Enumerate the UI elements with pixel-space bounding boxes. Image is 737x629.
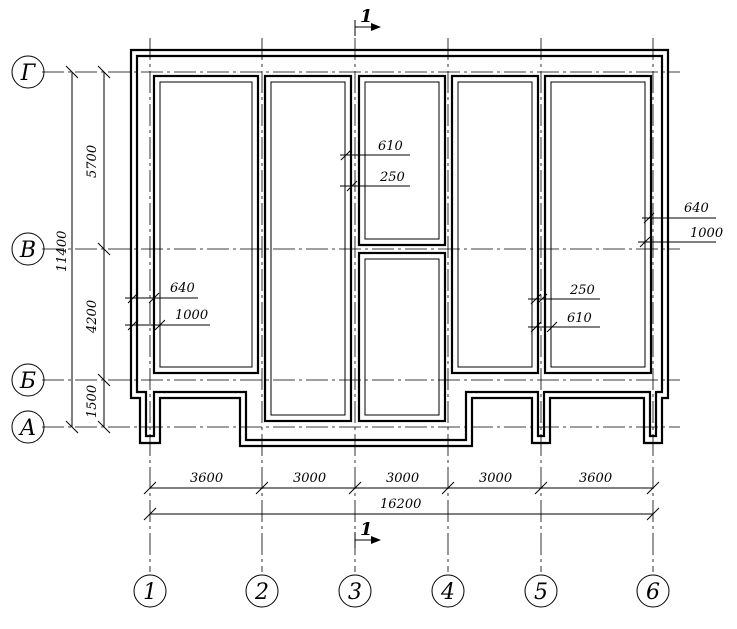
room-5-inner: [550, 81, 646, 368]
leader-right-lower-top: 250: [569, 283, 595, 298]
leader-center-bottom: 250: [379, 170, 405, 185]
axis-marker-1: 1: [143, 580, 157, 605]
dim-horizontal-4: 3000: [479, 471, 512, 486]
room-1: [152, 74, 260, 375]
room-5: [543, 74, 653, 375]
inner-contour: [135, 54, 664, 442]
room-4: [450, 74, 540, 375]
leader-left-top: 640: [170, 281, 195, 296]
axis-marker-6: 6: [646, 580, 660, 605]
axis-marker-v: В: [19, 238, 36, 263]
leader-left-bottom: 1000: [175, 308, 208, 323]
horizontal-dimensions: 3600 3000 3000 3000 3600 16200: [143, 471, 660, 521]
dim-horizontal-3: 3000: [386, 471, 419, 486]
room-3-top-inner: [364, 81, 440, 240]
dim-vertical-1: 5700: [85, 145, 100, 178]
dim-horizontal-2: 3000: [293, 471, 326, 486]
room-3-top: [357, 74, 447, 247]
axis-marker-g: Г: [20, 61, 37, 86]
axis-grid: [42, 38, 680, 572]
leader-center-top: 610: [378, 139, 403, 154]
outer-contour: [129, 48, 670, 448]
axis-marker-2: 2: [254, 580, 269, 605]
dim-horizontal-1: 3600: [190, 471, 223, 486]
foundation-walls: [129, 48, 670, 448]
axis-markers-vertical: 1 2 3 4 5 6: [133, 574, 670, 608]
room-3-bottom-inner: [364, 258, 440, 416]
axis-marker-5: 5: [534, 580, 548, 605]
axis-marker-b: Б: [19, 369, 36, 394]
section-mark-bottom: 1: [354, 519, 381, 548]
room-3-bottom: [357, 251, 447, 423]
leader-callouts: 610 250 640 1000 640 1000 250 610: [125, 139, 723, 333]
room-4-inner: [457, 81, 533, 368]
dim-horizontal-total: 16200: [380, 497, 421, 512]
room-2: [263, 74, 353, 423]
section-mark-top-label: 1: [360, 6, 373, 27]
axis-marker-3: 3: [348, 580, 362, 605]
axis-marker-a: А: [18, 416, 37, 441]
leader-right-lower-bottom: 610: [567, 311, 592, 326]
section-mark-top: 1: [354, 6, 381, 36]
axis-marker-4: 4: [440, 580, 455, 605]
dim-vertical-total: 11400: [55, 231, 70, 272]
axis-markers-horizontal: Г В Б А: [11, 55, 45, 444]
room-2-inner: [270, 81, 346, 416]
vertical-dimensions: 11400 5700 4200 1500: [55, 65, 111, 434]
leader-right-bottom: 1000: [690, 226, 723, 241]
room-1-inner: [159, 81, 253, 368]
leader-right-top: 640: [684, 201, 709, 216]
dim-vertical-2: 4200: [85, 300, 100, 334]
section-mark-bottom-label: 1: [360, 519, 373, 540]
dim-vertical-3: 1500: [85, 385, 100, 418]
dim-horizontal-5: 3600: [579, 471, 612, 486]
